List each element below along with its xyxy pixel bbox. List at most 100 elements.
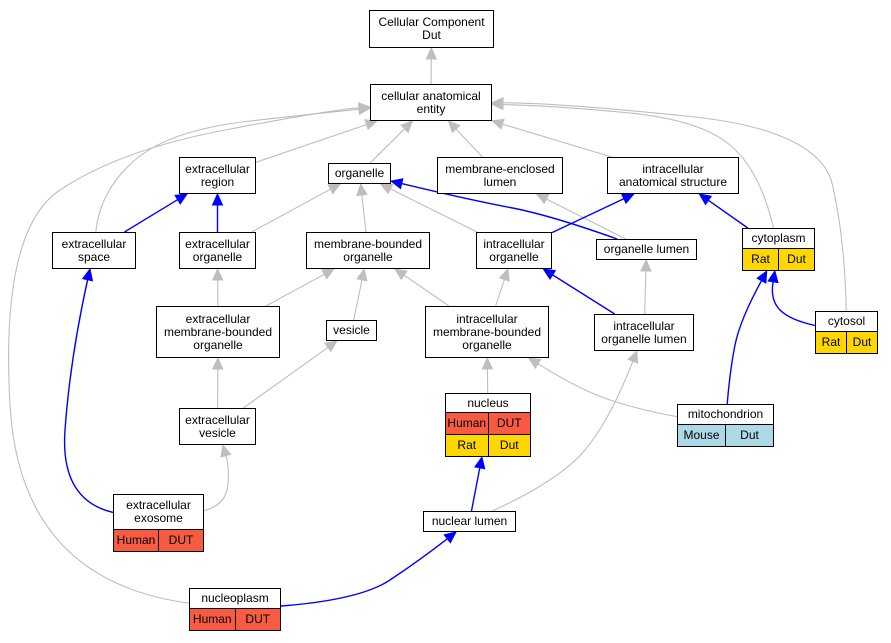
edge-extracellular-space-to-extracellular-region bbox=[124, 199, 178, 233]
species-cell: Human bbox=[114, 530, 158, 551]
arrowhead-cytoplasm-to-intracellular-anatomical-structure bbox=[698, 193, 713, 206]
arrowhead-cytosol-to-cellular-anatomical-entity bbox=[490, 97, 504, 109]
species-cell: Human bbox=[190, 609, 235, 630]
arrowhead-intracellular-membrane-bounded-organelle-to-membrane-bounded-organelle bbox=[394, 268, 408, 281]
arrowhead-extracellular-organelle-to-extracellular-region bbox=[211, 192, 224, 206]
edge-membrane-enclosed-lumen-to-cellular-anatomical-entity bbox=[455, 128, 483, 158]
node-label: membrane-bounded organelle bbox=[313, 236, 423, 264]
gene-cell: DUT bbox=[234, 609, 280, 630]
node-label: extracellular exosome bbox=[126, 498, 191, 525]
node-label: extracellular region bbox=[185, 161, 250, 189]
node-extracellular-region[interactable]: extracellular region bbox=[179, 157, 256, 194]
node-label: Cellular Component Dut bbox=[378, 15, 485, 42]
edge-cytosol-to-cytoplasm bbox=[771, 281, 816, 327]
species-cell: Mouse bbox=[678, 425, 725, 446]
node-vesicle[interactable]: vesicle bbox=[326, 320, 377, 341]
species-cell: Rat bbox=[743, 249, 778, 270]
edge-membrane-bounded-organelle-to-organelle bbox=[361, 194, 367, 233]
node-label: intracellular membrane-bounded organelle bbox=[432, 311, 542, 352]
edge-intracellular-anatomical-structure-to-cellular-anatomical-entity bbox=[502, 123, 612, 158]
edge-cytoplasm-to-cellular-anatomical-entity bbox=[502, 103, 775, 229]
node-label: extracellular vesicle bbox=[185, 412, 250, 440]
node-organelle[interactable]: organelle bbox=[328, 163, 391, 184]
node-label: nucleoplasm bbox=[201, 591, 269, 605]
arrowhead-organelle-lumen-to-membrane-enclosed-lumen bbox=[535, 193, 550, 205]
edge-nucleoplasm-to-nuclear-lumen bbox=[280, 538, 448, 607]
gene-cell: DUT bbox=[487, 413, 530, 434]
species-cell: Rat bbox=[446, 435, 488, 456]
edge-intracellular-organelle-lumen-to-organelle-lumen bbox=[644, 270, 647, 315]
node-organelle-lumen[interactable]: organelle lumen bbox=[596, 239, 697, 260]
node-label: cellular anatomical entity bbox=[381, 88, 481, 116]
node-label: nucleus bbox=[467, 395, 509, 410]
node-label: cytosol bbox=[827, 314, 866, 328]
gene-cell: DUT bbox=[158, 530, 203, 551]
node-intracellular-organelle-lumen[interactable]: intracellular organelle lumen bbox=[594, 314, 694, 351]
edge-intracellular-organelle-lumen-to-intracellular-organelle bbox=[552, 274, 616, 315]
arrowhead-vesicle-to-membrane-bounded-organelle bbox=[356, 267, 368, 282]
node-label: extracellular membrane-bounded organelle bbox=[163, 311, 273, 352]
arrowhead-mitochondrion-to-intracellular-membrane-bounded-organelle bbox=[527, 357, 542, 369]
arrowhead-nuclear-lumen-to-nucleus bbox=[474, 455, 486, 470]
arrowhead-extracellular-vesicle-to-vesicle bbox=[324, 340, 338, 353]
gene-cell: Dut bbox=[725, 425, 773, 446]
arrowhead-nuclear-lumen-to-intracellular-organelle-lumen bbox=[627, 349, 639, 364]
arrowhead-nucleus-to-intracellular-membrane-bounded-organelle bbox=[481, 356, 494, 370]
arrowhead-cytosol-to-cytoplasm bbox=[767, 269, 779, 284]
node-intracellular-organelle[interactable]: intracellular organelle bbox=[476, 232, 552, 269]
node-membrane-bounded-organelle[interactable]: membrane-bounded organelle bbox=[306, 232, 430, 269]
node-label: mitochondrion bbox=[687, 407, 764, 421]
edge-extracellular-organelle-to-organelle bbox=[251, 188, 331, 233]
arrowhead-nucleoplasm-to-cellular-anatomical-entity bbox=[358, 102, 372, 114]
arrowhead-extracellular-membrane-bounded-organelle-to-extracellular-organelle bbox=[211, 267, 224, 281]
edge-extracellular-vesicle-to-vesicle bbox=[242, 346, 329, 409]
node-label: intracellular organelle lumen bbox=[601, 318, 687, 346]
edge-intracellular-organelle-to-organelle bbox=[390, 188, 478, 233]
edge-extracellular-exosome-to-extracellular-space bbox=[63, 279, 114, 514]
arrowhead-extracellular-exosome-to-extracellular-space bbox=[81, 267, 94, 282]
node-extracellular-vesicle[interactable]: extracellular vesicle bbox=[179, 408, 256, 445]
edge-nuclear-lumen-to-intracellular-organelle-lumen bbox=[492, 361, 634, 512]
arrowhead-extracellular-space-to-extracellular-region bbox=[174, 193, 189, 205]
node-label: organelle bbox=[334, 166, 385, 180]
arrowhead-extracellular-region-to-cellular-anatomical-entity bbox=[364, 119, 379, 131]
node-cellular-anatomical-entity[interactable]: cellular anatomical entity bbox=[370, 84, 492, 121]
edge-organelle-to-cellular-anatomical-entity bbox=[369, 128, 405, 164]
gene-cell: Dut bbox=[487, 435, 530, 456]
species-cell: Rat bbox=[816, 332, 846, 353]
arrowhead-extracellular-exosome-to-extracellular-vesicle bbox=[220, 443, 232, 458]
gene-cell: Dut bbox=[778, 249, 814, 270]
edge-intracellular-membrane-bounded-organelle-to-intracellular-organelle bbox=[495, 279, 505, 307]
node-cellular-component[interactable]: Cellular Component Dut bbox=[369, 10, 494, 48]
arrowhead-intracellular-organelle-lumen-to-organelle-lumen bbox=[640, 258, 652, 272]
node-label: cytoplasm bbox=[751, 231, 806, 245]
node-extracellular-space[interactable]: extracellular space bbox=[52, 232, 136, 269]
node-extracellular-organelle[interactable]: extracellular organelle bbox=[179, 232, 256, 269]
arrowhead-organelle-lumen-to-organelle bbox=[389, 178, 404, 190]
arrowhead-cellular-anatomical-entity-to-cellular-component bbox=[425, 46, 438, 60]
node-extracellular-membrane-bounded-organelle[interactable]: extracellular membrane-bounded organelle bbox=[156, 306, 280, 358]
node-intracellular-membrane-bounded-organelle[interactable]: intracellular membrane-bounded organelle bbox=[425, 306, 549, 358]
node-label: intracellular anatomical structure bbox=[618, 161, 728, 189]
node-intracellular-anatomical-structure[interactable]: intracellular anatomical structure bbox=[607, 157, 739, 194]
edge-extracellular-region-to-cellular-anatomical-entity bbox=[255, 124, 367, 163]
node-membrane-enclosed-lumen[interactable]: membrane-enclosed lumen bbox=[437, 157, 563, 194]
node-label: membrane-enclosed lumen bbox=[445, 161, 555, 189]
node-nuclear-lumen[interactable]: nuclear lumen bbox=[423, 511, 516, 532]
gene-cell: Dut bbox=[846, 332, 877, 353]
node-label: extracellular space bbox=[61, 236, 127, 264]
edge-intracellular-membrane-bounded-organelle-to-membrane-bounded-organelle bbox=[403, 274, 450, 307]
edge-nucleoplasm-to-cellular-anatomical-entity bbox=[8, 107, 360, 604]
